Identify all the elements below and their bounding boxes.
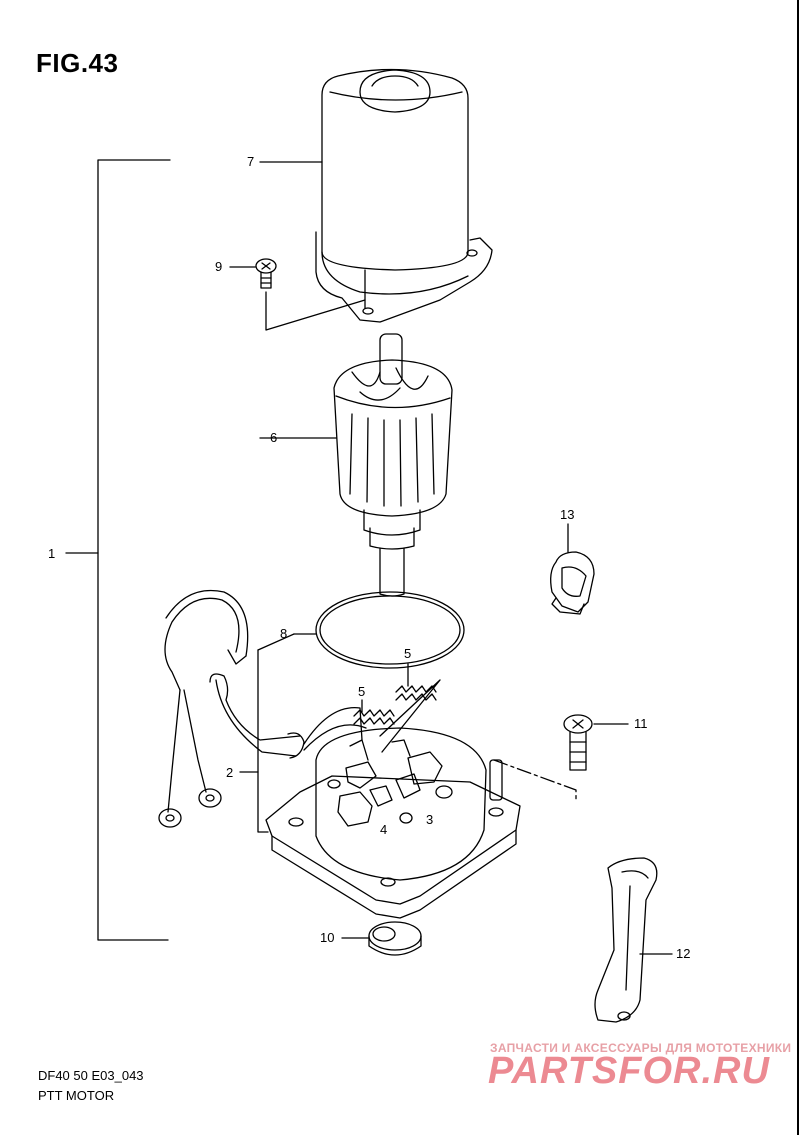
- diagram-name: PTT MOTOR: [38, 1088, 115, 1103]
- callout-9: 9: [215, 259, 222, 274]
- wiring-harness: [158, 589, 367, 828]
- diagram-code: DF40 50 E03_043: [38, 1068, 144, 1083]
- callout-3: 3: [426, 812, 433, 827]
- watermark-tagline: ЗАПЧАСТИ И АКСЕССУАРЫ ДЛЯ МОТОТЕХНИКИ: [490, 1041, 792, 1055]
- callout-8: 8: [280, 626, 287, 641]
- callout-6: 6: [270, 430, 277, 445]
- screw-part-9: [229, 258, 366, 331]
- callout-5b: 5: [404, 646, 411, 661]
- callout-10: 10: [320, 930, 334, 945]
- callout-12: 12: [676, 946, 690, 961]
- oil-seal-part: [341, 921, 422, 956]
- callout-5a: 5: [358, 684, 365, 699]
- o-ring-part: [293, 591, 465, 669]
- bracket-part-12: [594, 857, 673, 1023]
- screw-part-11: [493, 714, 629, 801]
- brush-springs: [353, 663, 441, 753]
- clip-part-13: [550, 523, 595, 615]
- callout-7: 7: [247, 154, 254, 169]
- callout-11: 11: [634, 716, 648, 731]
- callout-1: 1: [48, 546, 55, 561]
- assembly-bracket: [65, 159, 171, 941]
- armature-part: [259, 333, 453, 597]
- brush-holder-plate-part: [239, 633, 521, 919]
- callout-2: 2: [226, 765, 233, 780]
- motor-housing-part: [259, 68, 493, 323]
- watermark-logo: PARTSFOR.RU: [488, 1050, 770, 1092]
- callout-4: 4: [380, 822, 387, 837]
- figure-title: FIG.43: [36, 48, 119, 78]
- callout-13: 13: [560, 507, 574, 522]
- callout-labels: 1 2 3 4 5 5 6 7 8 9 10 11 12 13: [48, 154, 690, 961]
